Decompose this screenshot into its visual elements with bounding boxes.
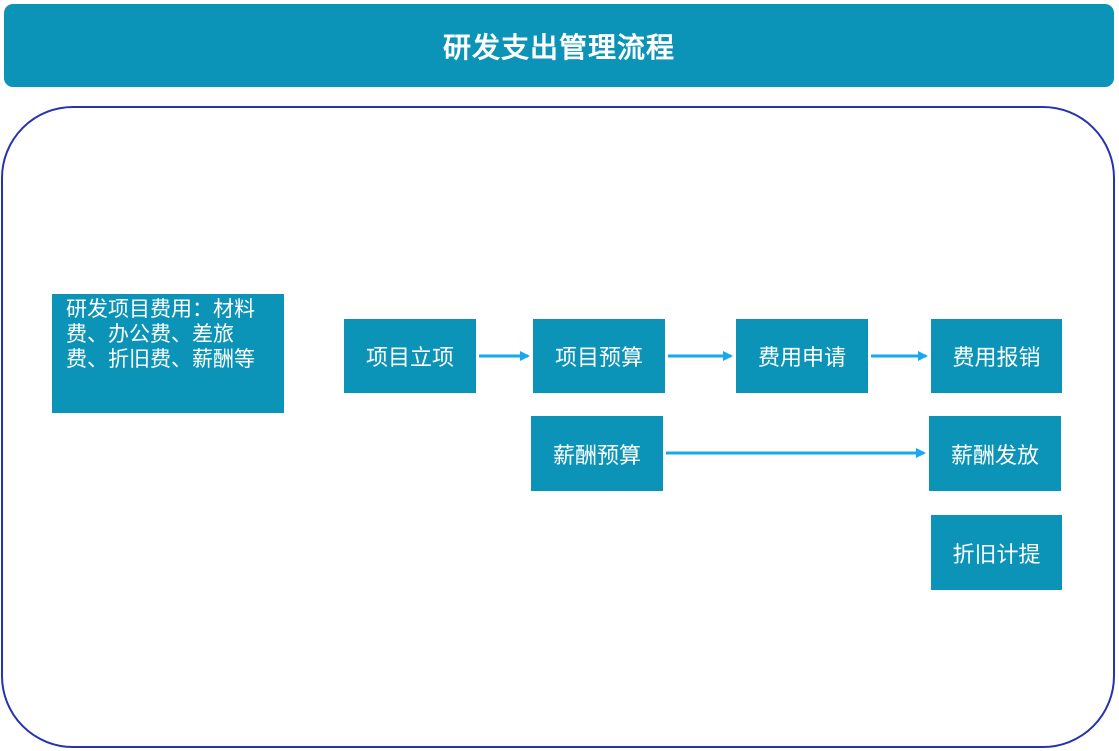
page-title: 研发支出管理流程 <box>4 4 1114 87</box>
flow-frame <box>1 106 1115 748</box>
node-project-budget[interactable]: 项目预算 <box>532 318 666 394</box>
cost-items-note: 研发项目费用：材料费、办公费、差旅费、折旧费、薪酬等 <box>52 294 284 413</box>
node-salary-payment[interactable]: 薪酬发放 <box>928 415 1062 492</box>
node-project-setup[interactable]: 项目立项 <box>343 318 477 394</box>
node-expense-apply[interactable]: 费用申请 <box>735 318 869 394</box>
node-depreciation[interactable]: 折旧计提 <box>930 514 1063 591</box>
node-salary-budget[interactable]: 薪酬预算 <box>530 415 664 492</box>
node-expense-reimburse[interactable]: 费用报销 <box>930 318 1063 394</box>
